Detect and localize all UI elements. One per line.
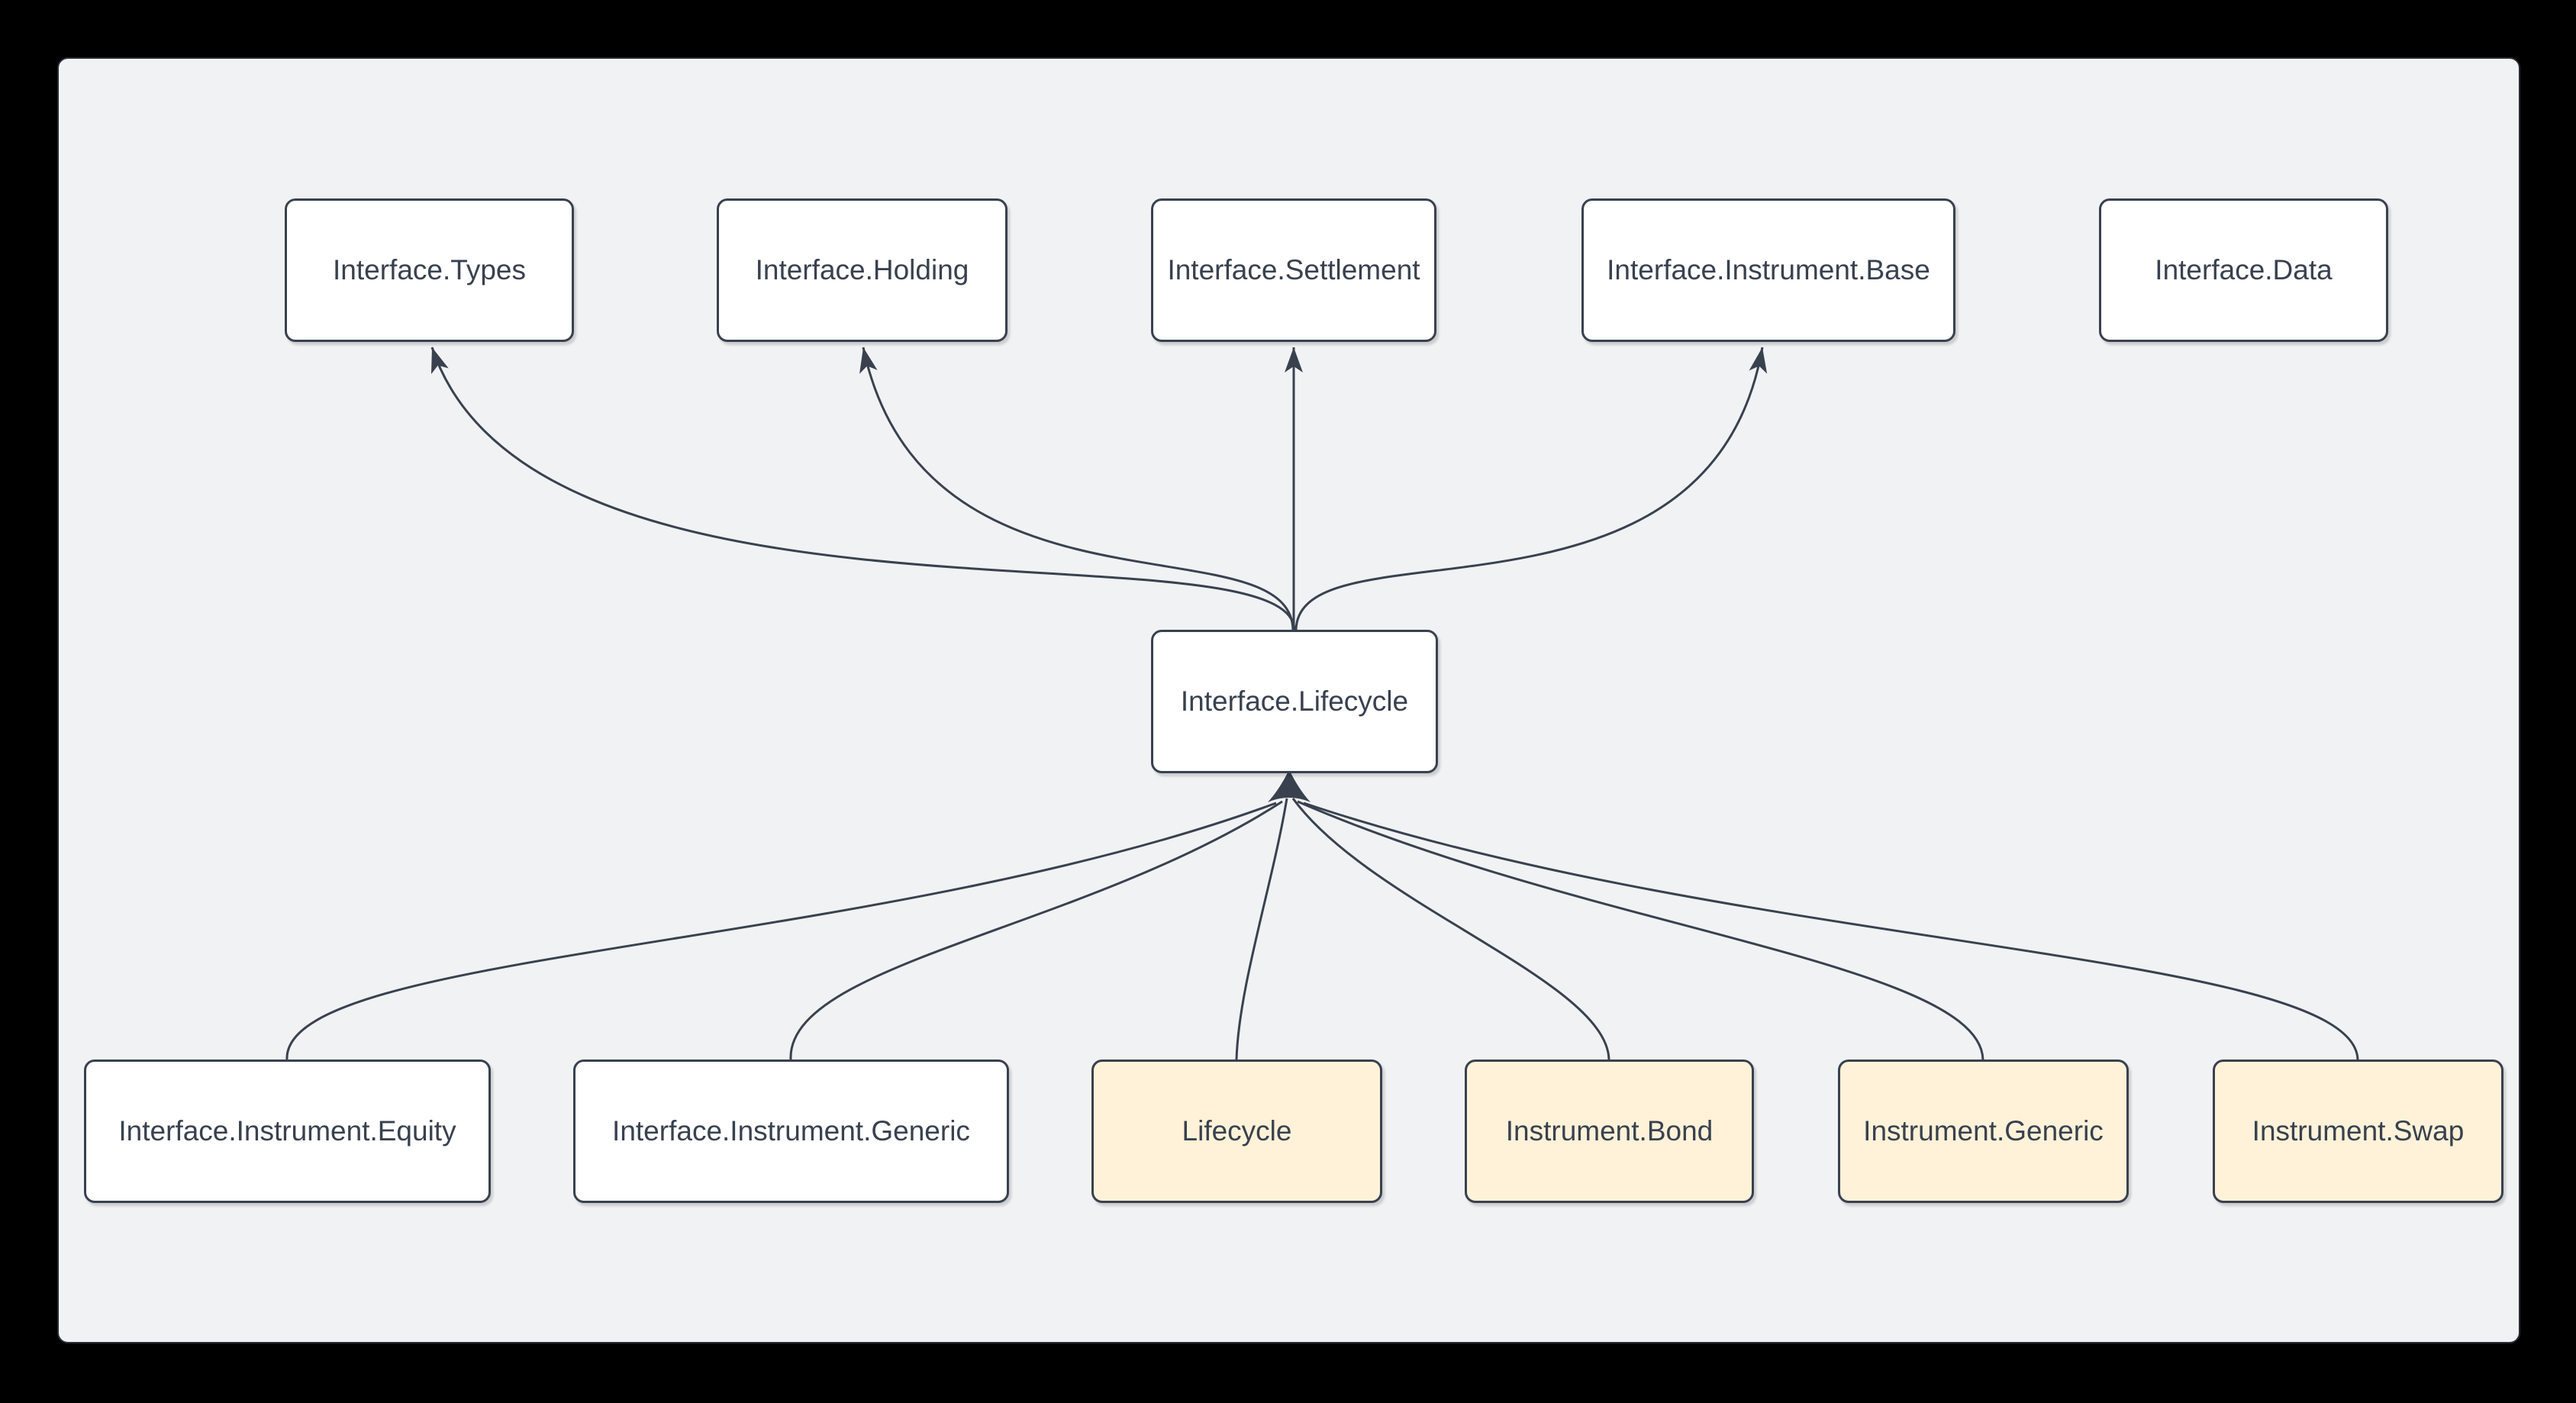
node-interface-instrument-equity[interactable]: Interface.Instrument.Equity xyxy=(84,1060,491,1203)
node-interface-holding[interactable]: Interface.Holding xyxy=(717,198,1008,342)
node-interface-settlement[interactable]: Interface.Settlement xyxy=(1151,198,1436,342)
node-label: Interface.Instrument.Equity xyxy=(118,1114,456,1147)
node-interface-instrument-base[interactable]: Interface.Instrument.Base xyxy=(1581,198,1955,342)
node-instrument-swap[interactable]: Instrument.Swap xyxy=(2213,1060,2503,1203)
node-label: Lifecycle xyxy=(1182,1114,1292,1147)
node-instrument-bond[interactable]: Instrument.Bond xyxy=(1465,1060,1754,1203)
node-label: Instrument.Generic xyxy=(1863,1114,2104,1147)
node-label: Interface.Settlement xyxy=(1167,253,1420,285)
node-interface-instrument-generic[interactable]: Interface.Instrument.Generic xyxy=(573,1060,1009,1203)
node-label: Interface.Lifecycle xyxy=(1180,685,1409,717)
node-instrument-generic[interactable]: Instrument.Generic xyxy=(1838,1060,2129,1203)
node-interface-lifecycle[interactable]: Interface.Lifecycle xyxy=(1151,630,1438,773)
node-label: Interface.Data xyxy=(2155,253,2333,285)
node-label: Interface.Instrument.Generic xyxy=(612,1114,970,1147)
node-label: Interface.Holding xyxy=(755,253,969,285)
node-label: Interface.Instrument.Base xyxy=(1607,253,1930,285)
node-interface-types[interactable]: Interface.Types xyxy=(285,198,574,342)
node-label: Interface.Types xyxy=(333,253,526,285)
node-lifecycle[interactable]: Lifecycle xyxy=(1091,1060,1382,1203)
node-label: Instrument.Bond xyxy=(1505,1114,1714,1147)
node-interface-data[interactable]: Interface.Data xyxy=(2099,198,2388,342)
node-label: Instrument.Swap xyxy=(2252,1114,2465,1147)
